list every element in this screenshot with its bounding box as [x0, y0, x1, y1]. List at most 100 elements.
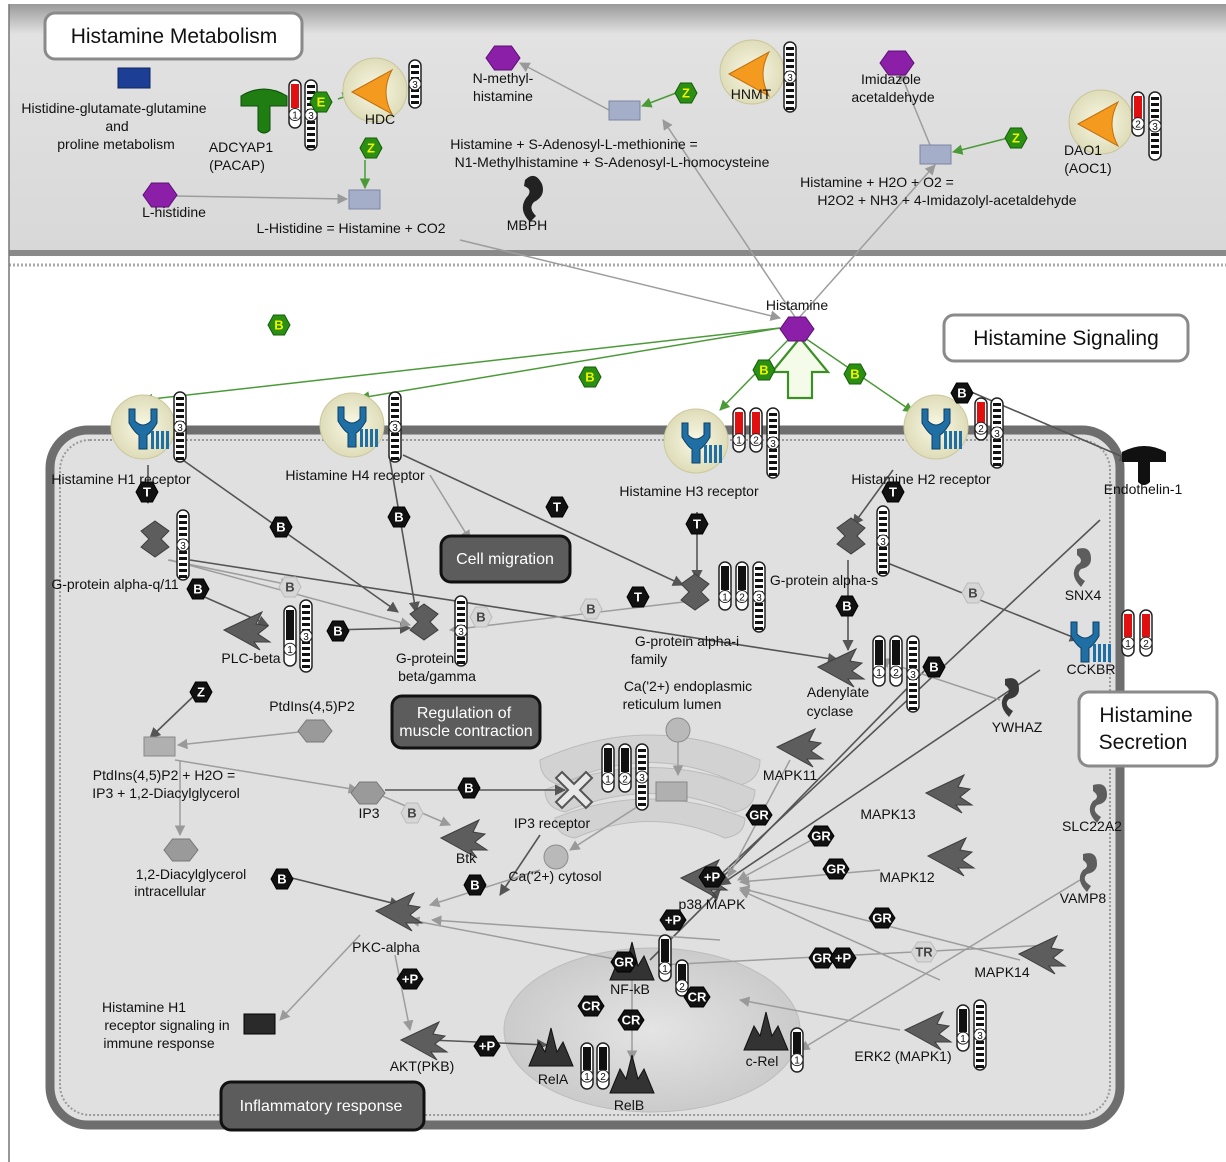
marker-10: 3 — [766, 407, 780, 479]
svg-text:2: 2 — [679, 982, 685, 993]
mechanism-tag-25: Z — [674, 82, 698, 104]
secretion-arrow — [769, 336, 831, 400]
pkc-alpha-icon — [374, 891, 424, 932]
hgg-label-1: Histidine-glutamate-glutamine — [21, 100, 206, 116]
hgg-label-3: proline metabolism — [57, 136, 175, 152]
edge-26 — [149, 689, 201, 739]
section-histamine-secretion: Histamine Secretion — [1077, 690, 1219, 768]
mechanism-tag-38: +P — [698, 866, 726, 888]
marker-29: 1 — [658, 934, 672, 982]
dao1-label-1: DAO1 — [1064, 142, 1102, 158]
rx4-label-1: PtdIns(4,5)P2 + H2O = — [93, 767, 235, 783]
rx4-label-2: IP3 + 1,2-Diacylglycerol — [92, 785, 239, 801]
svg-text:B: B — [476, 610, 485, 625]
edge-6 — [519, 62, 610, 111]
svg-text:3: 3 — [177, 423, 183, 434]
h1-immune-label-1: Histamine H1 — [102, 999, 186, 1015]
h4-label: Histamine H4 receptor — [285, 467, 425, 483]
svg-text:3: 3 — [639, 773, 645, 784]
svg-text:CR: CR — [582, 999, 601, 1014]
ptdins-metabolite-icon — [297, 719, 333, 743]
pkc-label: PKC-alpha — [352, 939, 420, 955]
marker-32: 2 — [596, 1042, 610, 1090]
svg-text:2: 2 — [622, 775, 628, 786]
marker-1: 3 — [304, 79, 318, 151]
svg-text:TR: TR — [915, 945, 933, 960]
imidazole-label-1: Imidazole — [861, 71, 921, 87]
svg-text:B: B — [585, 370, 594, 385]
process-cell-migration: Cell migration — [439, 534, 572, 584]
svg-text:T: T — [693, 517, 701, 532]
mechanism-tag-11: B — [579, 598, 603, 620]
svg-text:1: 1 — [736, 436, 742, 447]
dag-label-2: intracellular — [134, 883, 206, 899]
svg-text:3: 3 — [787, 73, 793, 84]
svg-text:GR: GR — [811, 829, 831, 844]
h1-receptor-icon — [110, 394, 176, 460]
svg-text:1: 1 — [287, 645, 293, 656]
edge-11 — [358, 327, 781, 402]
marker-27: 2 — [618, 743, 632, 793]
er-compartment — [539, 734, 761, 839]
marker-35: 3 — [973, 999, 987, 1071]
ac-label-1: Adenylate — [807, 684, 869, 700]
edge-38 — [448, 599, 701, 635]
mechanism-tag-10: B — [469, 606, 493, 628]
svg-text:Z: Z — [197, 685, 205, 700]
h3-label: Histamine H3 receptor — [619, 483, 759, 499]
mechanism-tag-16: B — [400, 802, 424, 824]
mechanism-tag-18: B — [270, 868, 294, 890]
svg-text:1: 1 — [794, 1056, 800, 1067]
mechanism-tag-21: T — [685, 513, 709, 535]
mechanism-tag-15: B — [457, 777, 481, 799]
mechanism-tag-1: B — [578, 366, 602, 388]
mechanism-tag-22: T — [881, 481, 905, 503]
svg-text:T: T — [634, 590, 642, 605]
mechanism-tag-17: B — [463, 874, 487, 896]
svg-text:T: T — [889, 485, 897, 500]
mechanism-tag-40: +P — [829, 947, 857, 969]
svg-text:1: 1 — [960, 1034, 966, 1045]
marker-12: 3 — [990, 397, 1004, 469]
histamine-metabolite-icon — [779, 316, 815, 342]
svg-text:GR: GR — [749, 808, 769, 823]
svg-text:3: 3 — [303, 632, 309, 643]
rx-histamine-oxidation-icon — [919, 144, 952, 165]
marker-23: 3 — [906, 635, 920, 713]
edge-10 — [141, 327, 781, 405]
slc22a2-icon — [1089, 784, 1107, 823]
svg-text:2: 2 — [1135, 120, 1141, 131]
imidazole-label-2: acetaldehyde — [851, 89, 935, 105]
plc-label: PLC-beta — [221, 650, 280, 666]
marker-15: 3 — [299, 599, 313, 673]
svg-text:T: T — [143, 485, 151, 500]
edge-20 — [954, 384, 1132, 462]
edge-47 — [408, 916, 621, 961]
edge-48 — [279, 934, 361, 1021]
edge-52 — [738, 869, 881, 887]
dag-metabolite-icon — [163, 838, 199, 862]
ywhaz-label: YWHAZ — [992, 719, 1043, 735]
l-histidine-label: L-histidine — [142, 204, 206, 220]
dao1-label-2: (AOC1) — [1064, 160, 1111, 176]
marker-21: 1 — [872, 635, 886, 687]
mapk11-label: MAPK11 — [763, 767, 817, 783]
gq-protein-icon — [140, 520, 170, 558]
mechanism-tag-0: B — [267, 314, 291, 336]
rx1-label: L-Histidine = Histamine + CO2 — [256, 220, 445, 236]
endothelin-ligand-icon — [1122, 446, 1166, 485]
svg-text:CR: CR — [688, 990, 707, 1005]
hnmt-label: HNMT — [731, 86, 772, 102]
svg-text:1: 1 — [722, 593, 728, 604]
mechanism-tag-43: TR — [910, 941, 938, 963]
mechanism-tag-6: B — [387, 506, 411, 528]
edge-49 — [394, 954, 414, 1032]
svg-text:B: B — [407, 806, 416, 821]
svg-text:Regulation of: Regulation of — [417, 705, 512, 722]
mechanism-tag-14: B — [922, 656, 946, 678]
ip3r-label: IP3 receptor — [514, 815, 591, 831]
edge-30 — [499, 834, 541, 896]
